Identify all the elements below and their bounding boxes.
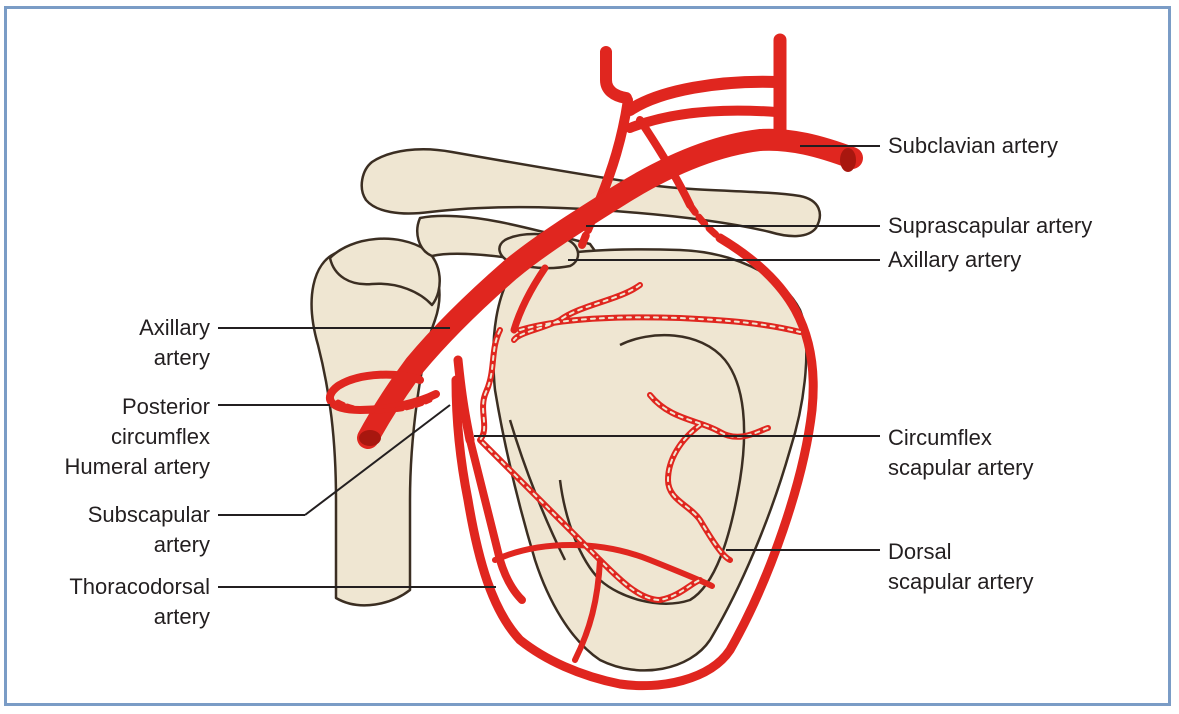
label-subscapular-artery: Subscapular artery (10, 500, 210, 560)
label-line: Thoracodorsal (10, 572, 210, 602)
label-line: scapular artery (888, 453, 1034, 483)
neck-branch-left (606, 52, 626, 98)
label-line: artery (10, 602, 210, 632)
label-subclavian-artery: Subclavian artery (888, 131, 1058, 161)
label-posterior-circumflex-humeral-artery: Posterior circumflex Humeral artery (10, 392, 210, 482)
transverse-cervical-branch (630, 82, 778, 110)
label-line: Posterior (10, 392, 210, 422)
subclavian-cut-end (840, 148, 856, 172)
label-line: artery (10, 530, 210, 560)
label-dorsal-scapular-artery: Dorsal scapular artery (888, 537, 1034, 597)
label-circumflex-scapular-artery: Circumflex scapular artery (888, 423, 1034, 483)
label-line: Humeral artery (10, 452, 210, 482)
label-line: Axillary (40, 313, 210, 343)
label-line: artery (40, 343, 210, 373)
label-line: Dorsal (888, 537, 1034, 567)
label-line: Subscapular (10, 500, 210, 530)
label-suprascapular-artery: Suprascapular artery (888, 211, 1092, 241)
axillary-cut-end (359, 430, 381, 446)
label-line: scapular artery (888, 567, 1034, 597)
label-axillary-artery-left: Axillary artery (40, 313, 210, 373)
label-axillary-artery-right: Axillary artery (888, 245, 1021, 275)
scapula-bone (493, 249, 806, 670)
transverse-cervical-lower (630, 111, 776, 128)
label-line: Circumflex (888, 423, 1034, 453)
label-line: circumflex (10, 422, 210, 452)
label-thoracodorsal-artery: Thoracodorsal artery (10, 572, 210, 632)
